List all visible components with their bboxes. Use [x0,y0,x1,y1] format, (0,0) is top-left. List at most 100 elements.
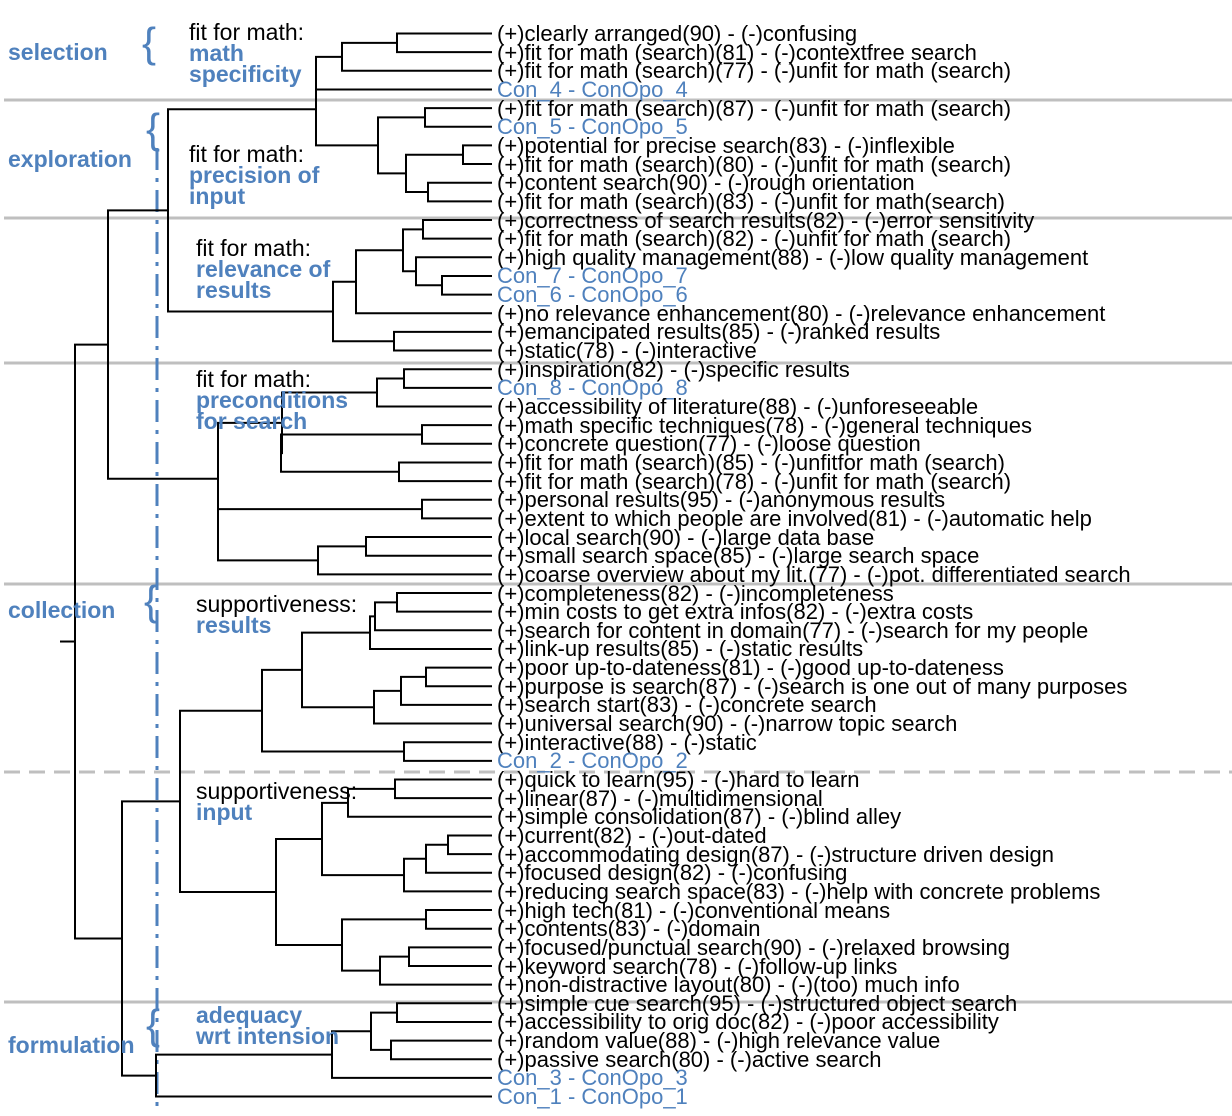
dendrogram-link [394,778,492,800]
dendrogram-link [347,787,492,818]
construct-leaf: (+)correctness of search results(82) - (… [497,207,1035,233]
dendrogram-link [408,946,492,967]
dendrogram-link [400,675,492,706]
construct-leaf: (+)search start(83) - (-)concrete search [497,692,877,718]
phase-brace-icon: { [146,1001,161,1048]
construct-leaf: (+)min costs to get extra infos(82) - (-… [497,599,974,625]
construct-leaf: (+)accessibility of literature(88) - (-)… [497,394,979,419]
dendrogram-link [341,41,492,72]
group-criterion: supportiveness: [196,591,358,617]
construct-pair-leaf: Con_4 - ConOpo_4 [497,76,688,102]
construct-leaf: (+)purpose is search(87) - (-)search is … [497,673,1128,699]
dendrogram-link [374,601,492,632]
construct-leaf: (+)current(82) - (-)out-dated [497,822,767,848]
dendrogram-link [447,834,492,856]
dendrogram-link [377,116,425,175]
phase-brace-icon: { [144,577,159,624]
construct-leaf: (+)interactive(88) - (-)static [497,729,757,755]
phase-label: selection [8,39,108,65]
construct-leaf: (+)fit for math (search)(85) - (-)unfitf… [497,449,1005,475]
dendrogram-link [427,181,492,203]
phase-label: collection [8,597,116,623]
construct-leaf: (+)fit for math (search)(87) - (-)unfit … [497,95,1012,121]
group-criterion: fit for math: [196,235,312,261]
dendrogram-link [393,330,492,352]
dendrogram-link [415,256,492,287]
dendrogram-link [421,498,492,520]
dendrogram-link [315,73,378,147]
dendrogram-link [396,1002,492,1023]
construct-leaf: (+)search for content in domain(77) - (-… [497,617,1089,643]
group-subject: math [189,40,244,66]
dendrogram-link [425,843,492,874]
construct-leaf: (+)fit for math (search)(81) - (-)contex… [497,39,977,65]
construct-leaf: (+)local search(90) - (-)large data base [497,524,875,550]
dendrogram-link [396,32,492,54]
dendrogram-link [155,1053,492,1098]
construct-leaf: (+)static(78) - (-)interactive [497,338,757,364]
group-criterion: fit for math: [189,19,305,45]
group-criterion: supportiveness: [196,778,358,804]
construct-leaf: (+)inspiration(82) - (-)specific results [497,356,850,382]
construct-leaf: (+)emancipated results(85) - (-)ranked r… [497,319,941,345]
construct-pair-leaf: Con_7 - ConOpo_7 [497,263,688,289]
construct-leaf: (+)fit for math (search)(78) - (-)unfit … [497,468,1012,494]
dendrogram-link [331,1030,492,1079]
dendrogram-link [301,631,374,709]
dendrogram-link [317,545,492,576]
cluster-group-label: supportiveness:input [196,778,358,825]
construct-leaf: (+)non-distractive layout(80) - (-)(too)… [497,972,960,998]
construct-leaf: (+)high quality management(88) - (-)low … [497,244,1089,270]
dendrogram-link [425,666,492,688]
construct-leaf: (+)fit for math (search)(80) - (-)unfit … [497,151,1012,177]
group-criterion: fit for math: [189,141,305,167]
group-subject: results [196,277,272,303]
dendrogram-link [261,668,404,753]
construct-leaf: (+)extent to which people are involved(8… [497,505,1092,531]
dendrogram-link [217,421,282,535]
group-subject: wrt intension [196,1023,340,1049]
construct-pair-leaf: Con_2 - ConOpo_2 [497,748,688,774]
dendrogram-link [396,592,492,613]
group-subject: specificity [189,61,302,87]
construct-leaf: (+)simple cue search(95) - (-)structured… [497,990,1018,1016]
construct-leaf: (+)fit for math (search)(82) - (-)unfit … [497,226,1012,252]
group-subject: for search [196,408,308,434]
dendrogram-link [421,424,492,445]
construct-leaf: (+)clearly arranged(90) - (-)confusing [497,21,858,46]
construct-leaf: (+)math specific techniques(78) - (-)gen… [497,412,1032,438]
dendrogram-link [462,144,492,166]
dendrogram-link [376,377,492,408]
construct-leaf: (+)simple consolidation(87) - (-)blind a… [497,804,902,830]
construct-leaf: (+)personal results(95) - (-)anonymous r… [497,487,946,513]
dendrogram-link [403,857,492,893]
construct-leaf: (+)contents(83) - (-)domain [497,916,761,942]
dendrogram-link [369,615,492,650]
dendrogram-link [425,909,492,930]
dendrogram-link [217,508,422,562]
group-subject: input [196,799,253,825]
construct-leaf: (+)fit for math (search)(77) - (-)unfit … [497,58,1012,84]
group-subject: results [196,612,272,638]
group-subject: precision of [189,162,320,188]
group-subject: preconditions [196,387,349,413]
construct-pair-leaf: Con_1 - ConOpo_1 [497,1084,688,1110]
dendrogram-link [405,153,463,194]
dendrogram-link [370,1011,397,1051]
construct-leaf: (+)concrete question(77) - (-)loose ques… [497,431,921,457]
construct-leaf: (+)quick to learn(95) - (-)hard to learn [497,767,860,792]
group-criterion: fit for math: [196,366,312,392]
dendrogram-link [365,536,492,557]
dendrogram-link [373,689,492,725]
construct-leaf: (+)reducing search space(83) - (-)help w… [497,878,1101,904]
construct-leaf: (+)coarse overview about my lit.(77) - (… [497,561,1131,587]
dendrogram-link [341,918,426,972]
construct-leaf: (+)poor up-to-dateness(81) - (-)good up-… [497,655,1004,681]
construct-leaf: (+)focused/punctual search(90) - (-)rela… [497,934,1010,960]
dendrogram-link [424,107,492,128]
